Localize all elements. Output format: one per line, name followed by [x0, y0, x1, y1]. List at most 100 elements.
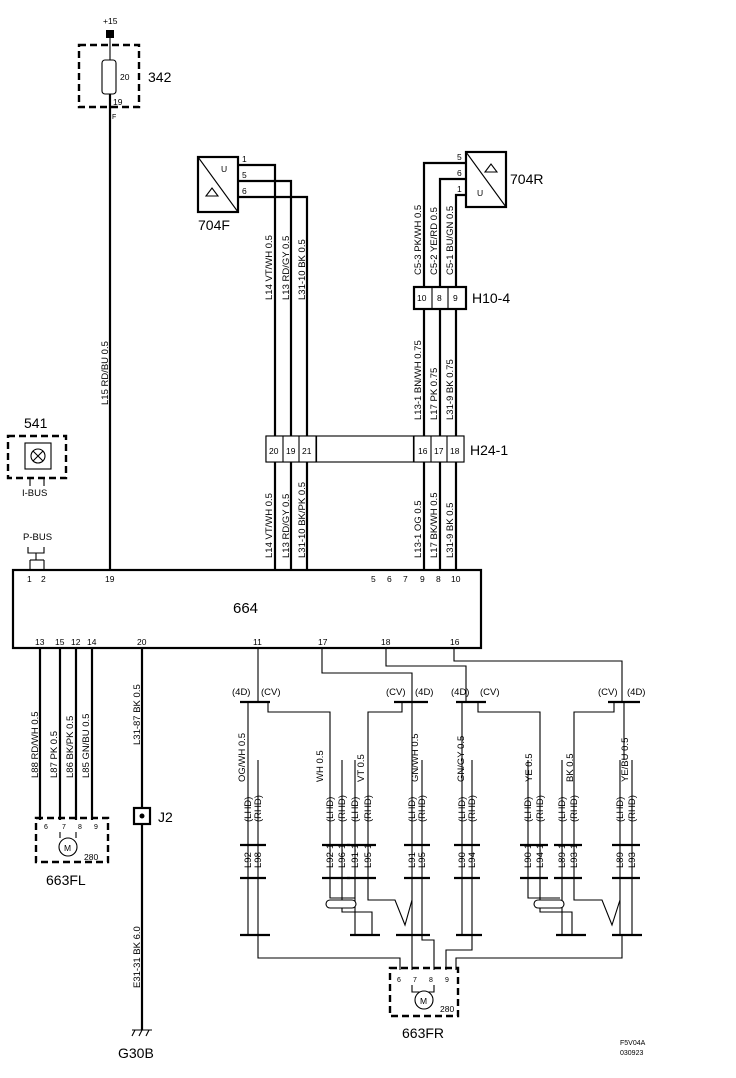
lower-wire-15: L93 [627, 852, 638, 868]
lhd-rhd-labels: (LHD)(RHD)(LHD)(RHD)(LHD)(RHD)(LHD)(RHD)… [243, 795, 638, 822]
wire-l3187-label: L31-87 BK 0.5 [132, 684, 143, 745]
label-cv-2: (CV) [386, 687, 406, 698]
wire-l3110-top [238, 195, 309, 440]
cu-pin-14: 14 [87, 637, 97, 647]
wire-l13-top [238, 179, 293, 440]
wire-l319-mid-label: L31-9 BK 0.75 [445, 359, 456, 420]
sensor-704r-id: 704R [510, 171, 543, 187]
lower-color-labels: OG/WH 0.5 WH 0.5 VT 0.5 GN/WH 0.5 GN/GY … [237, 733, 631, 782]
wire-l14-bot-label: L14 VT/WH 0.5 [264, 493, 275, 558]
wire-l88-label: L88 RD/WH 0.5 [30, 711, 41, 778]
lhd-label-4: (LHD) [457, 797, 468, 822]
switch-541-id: 541 [24, 415, 48, 431]
cu-pin-16: 16 [450, 637, 460, 647]
label-4d-1: (4D) [232, 687, 250, 698]
color-label-0: OG/WH 0.5 [237, 733, 248, 782]
label-4d-4: (4D) [627, 687, 645, 698]
sensor-704f-letter: U [221, 164, 227, 174]
lower-wire-6: L91 [407, 852, 418, 868]
rhd-label-7: (RHD) [627, 795, 638, 822]
motor-fl-pin-6: 6 [44, 824, 48, 831]
branch-0 [247, 702, 331, 760]
lhd-label-3: (LHD) [407, 797, 418, 822]
color-label-7: YE/BU 0.5 [620, 738, 631, 782]
wire-l87-label: L87 PK 0.5 [49, 731, 60, 778]
rhd-label-2: (RHD) [363, 795, 374, 822]
cu-pin-5: 5 [371, 574, 376, 584]
wire-l15-label: L15 RD/BU 0.5 [100, 341, 111, 405]
label-cv-1: (CV) [261, 687, 281, 698]
h24-id: H24-1 [470, 442, 508, 458]
lower-wire-14: L89 [615, 852, 626, 868]
ground-id: G30B [118, 1045, 154, 1061]
rhd-label-5: (RHD) [535, 795, 546, 822]
cu-pin-11: 11 [253, 637, 262, 647]
color-label-3: GN/WH 0.5 [410, 733, 421, 782]
h24-pin-17: 17 [434, 446, 444, 456]
h24-pin-19: 19 [286, 446, 296, 456]
sensor-704r-pin-1: 1 [457, 184, 462, 194]
h24-pin-16: 16 [418, 446, 428, 456]
crossover-lines [240, 878, 642, 970]
wire-l13-top-label: L13 RD/GY 0.5 [281, 236, 292, 300]
lower-wire-12: L89-1 [557, 844, 568, 868]
label-4d-2: (4D) [415, 687, 433, 698]
lower-wire-2: L92-1 [325, 844, 336, 868]
cu-pin-20: 20 [137, 637, 147, 647]
color-label-1: WH 0.5 [315, 750, 326, 782]
h10-pin-10: 10 [417, 293, 427, 303]
motor-fr-rating: 280 [440, 1004, 454, 1014]
control-unit-664: 664 1 2 19 5 6 7 9 8 10 13 15 12 14 20 1… [11, 568, 483, 650]
lower-wire-1: L98 [253, 852, 264, 868]
wire-c53-label: C5-3 PK/WH 0.5 [413, 205, 424, 275]
lhd-label-7: (LHD) [615, 797, 626, 822]
h10-pin-9: 9 [453, 293, 458, 303]
motor-fl-pin-9: 9 [94, 824, 98, 831]
label-cv-4: (CV) [598, 687, 618, 698]
motor-fl-id: 663FL [46, 872, 86, 888]
splice-j2: J2 [132, 806, 173, 826]
lower-wire-3: L96-1 [337, 844, 348, 868]
footer-date: 030923 [620, 1050, 643, 1057]
color-label-4: GN/GY 0.5 [456, 736, 467, 782]
lower-wire-7: L95 [417, 852, 428, 868]
rhd-label-3: (RHD) [417, 795, 428, 822]
wire-l17-mid-label: L17 PK 0.75 [429, 368, 440, 420]
rhd-label-4: (RHD) [467, 795, 478, 822]
connector-h24-1: 20 19 21 16 17 18 H24-1 [265, 435, 508, 463]
wire-l14-top [238, 163, 277, 440]
wire-l14-top-label: L14 VT/WH 0.5 [264, 235, 275, 300]
sensor-704r: U 5 6 1 704R [457, 150, 543, 209]
motor-fr-id: 663FR [402, 1025, 444, 1041]
lower-wire-10: L90-1 [523, 844, 534, 868]
lower-wire-5: L95-1 [363, 844, 374, 868]
cu-pin-15: 15 [55, 637, 65, 647]
lhd-label-5: (LHD) [523, 797, 534, 822]
cu-pin-10: 10 [451, 574, 461, 584]
wire-c51-label: C5-1 BU/GN 0.5 [445, 206, 456, 275]
wire-c51 [454, 193, 466, 287]
lower-wire-4: L91-1 [350, 844, 361, 868]
cu-pin-7: 7 [403, 574, 408, 584]
cu-pin-2: 2 [41, 574, 46, 584]
cu-pin-18: 18 [381, 637, 391, 647]
label-4d-3: (4D) [451, 687, 469, 698]
fuse-id: 342 [148, 69, 172, 85]
motor-fl-letter: M [64, 843, 71, 853]
wire-l17-bot-label: L17 BK/WH 0.5 [429, 493, 440, 558]
supply-label: +15 [103, 16, 118, 26]
branch-3 [573, 702, 625, 760]
color-label-2: VT 0.5 [356, 754, 367, 782]
wire-l85-label: L85 GN/BU 0.5 [81, 714, 92, 778]
lower-wire-0: L92 [243, 852, 254, 868]
cu-pin-1: 1 [27, 574, 32, 584]
splice-j2-id: J2 [158, 809, 173, 825]
wire-c53 [422, 161, 466, 287]
cu-pin-13: 13 [35, 637, 45, 647]
sensor-704r-pin-6: 6 [457, 168, 462, 178]
motor-fl-pin-7: 7 [62, 824, 66, 831]
lhd-label-2: (LHD) [350, 797, 361, 822]
motor-fl-pin-8: 8 [78, 824, 82, 831]
cu-pin-8: 8 [436, 574, 441, 584]
